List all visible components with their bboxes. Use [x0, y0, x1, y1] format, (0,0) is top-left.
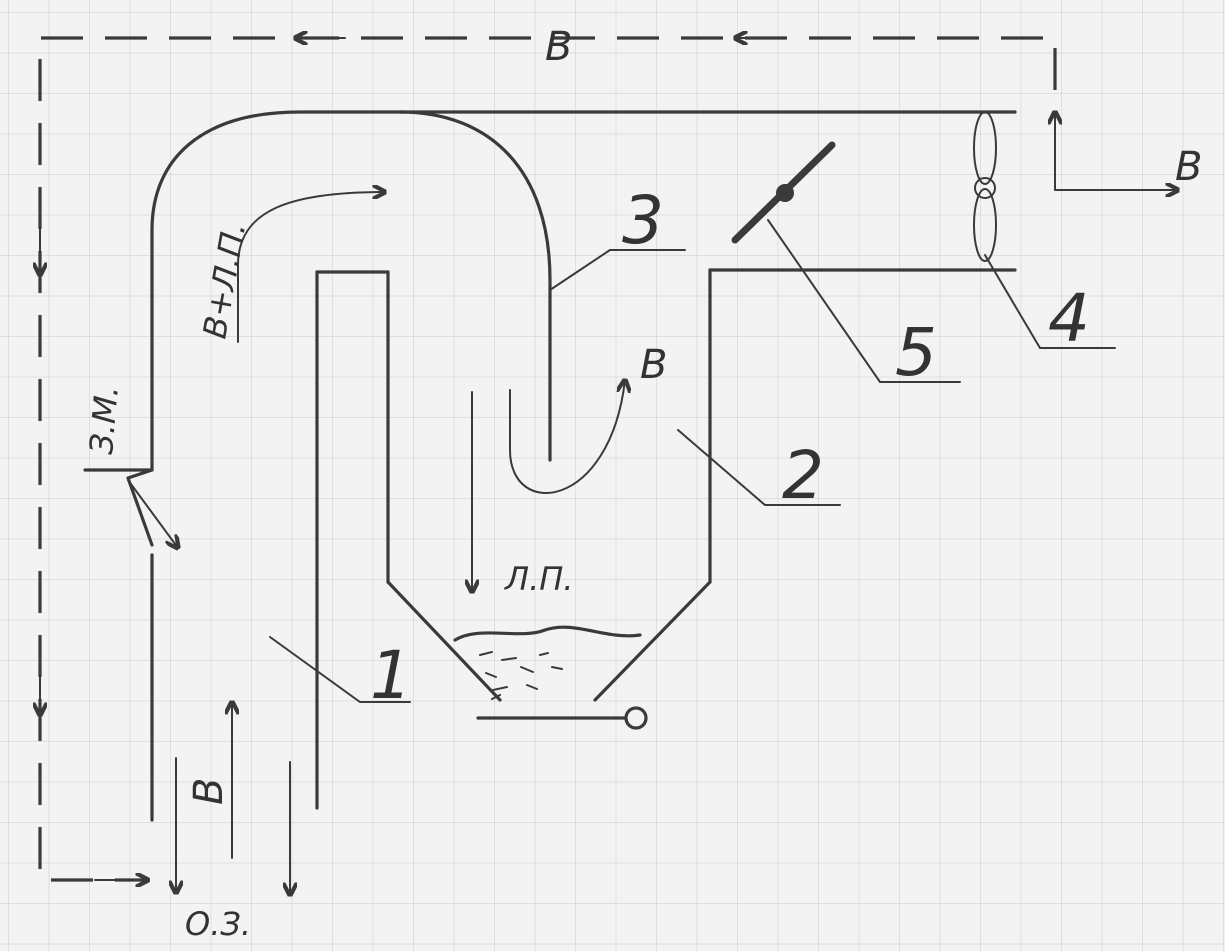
cone-left — [386, 580, 502, 702]
callout-1: 1 — [370, 637, 412, 714]
label-air-right: В — [1175, 144, 1202, 190]
throttle-valve — [731, 141, 836, 244]
recirculation-loop — [38, 36, 1057, 882]
fan-icon — [973, 111, 997, 262]
leader-2 — [677, 429, 841, 506]
callout-3: 3 — [622, 182, 664, 259]
label-dust: Л.П. — [504, 560, 573, 598]
throttle-axis — [776, 184, 794, 202]
vortex-swirl — [509, 380, 625, 495]
inlet-pipe — [150, 110, 402, 822]
vortex-finder-pipe — [398, 110, 552, 462]
inlet-pipe-outer-wall — [150, 110, 402, 472]
label-outlet-zone: О.З. — [185, 905, 251, 943]
callout-5: 5 — [895, 314, 937, 391]
dust-texture — [479, 651, 563, 700]
dust-surface — [453, 625, 642, 642]
gate-hinge — [624, 706, 648, 730]
vortex-finder — [398, 110, 625, 495]
label-air-top: В — [545, 24, 572, 70]
dashed-loop-line — [38, 36, 1057, 882]
label-damper-valve: З.М. — [82, 384, 126, 456]
damper-plate — [83, 468, 154, 547]
leader-4 — [984, 254, 1116, 349]
leader-3 — [549, 249, 686, 291]
callout-2: 2 — [782, 437, 824, 514]
damper-flow-arrow — [127, 479, 178, 548]
label-air-dust-mix: В+Л.П. — [195, 219, 253, 341]
mixed-flow-arrow — [237, 192, 385, 343]
callout-4: 4 — [1048, 280, 1090, 357]
cyclone-body — [386, 268, 712, 730]
label-air-cyclone: В — [640, 342, 667, 388]
damper-valve — [83, 468, 178, 548]
outlet-duct — [398, 110, 1017, 272]
leader-5 — [767, 219, 961, 383]
label-air-inlet: В — [186, 778, 232, 805]
leader-1 — [269, 636, 411, 703]
cone-right — [593, 580, 712, 702]
